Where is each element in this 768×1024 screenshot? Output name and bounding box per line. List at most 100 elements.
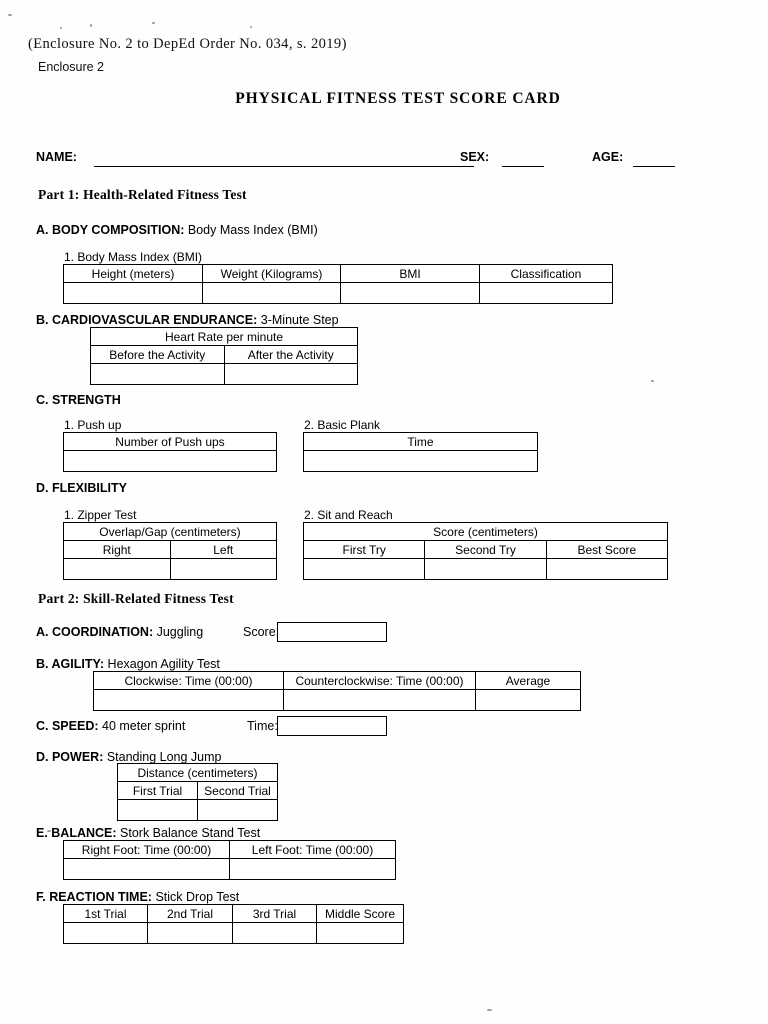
sex-input[interactable]: [502, 166, 544, 167]
table-row: [63, 282, 613, 304]
table-row-header: Clockwise: Time (00:00) Counterclockwise…: [93, 671, 581, 690]
scan-speck: [90, 24, 92, 27]
column-header: Left Foot: Time (00:00): [229, 840, 396, 859]
scan-speck: [47, 830, 51, 832]
input-cell[interactable]: [147, 922, 233, 944]
subheading-zipper-test: 1. Zipper Test: [64, 508, 137, 522]
table-row: [63, 450, 277, 472]
input-cell[interactable]: [229, 858, 396, 880]
age-label: AGE:: [592, 150, 624, 164]
section-label-rest: Stick Drop Test: [151, 890, 240, 904]
table-row-header: Right Foot: Time (00:00) Left Foot: Time…: [63, 840, 396, 859]
input-cell[interactable]: [202, 282, 341, 304]
column-header: 3rd Trial: [232, 904, 317, 923]
table-row-header: 1st Trial 2nd Trial 3rd Trial Middle Sco…: [63, 904, 404, 923]
table-row: [63, 858, 396, 880]
input-cell[interactable]: [169, 558, 277, 580]
input-cell[interactable]: [340, 282, 480, 304]
input-cell[interactable]: [545, 558, 669, 580]
section-label-rest: Standing Long Jump: [103, 750, 222, 764]
section-label-bold: A. BODY COMPOSITION:: [36, 223, 185, 237]
section-label-bold: A. COORDINATION:: [36, 625, 154, 639]
input-cell[interactable]: [117, 799, 198, 821]
input-cell[interactable]: [63, 450, 277, 472]
input-cell[interactable]: [93, 689, 284, 711]
input-cell[interactable]: [223, 363, 358, 385]
section-label-rest: 3-Minute Step: [257, 313, 339, 327]
input-cell[interactable]: [90, 363, 225, 385]
subheading-sit-and-reach: 2. Sit and Reach: [304, 508, 393, 522]
table-row-header: Before the Activity After the Activity: [90, 345, 358, 364]
scan-speck: [152, 22, 155, 24]
section-heading-power: D. POWER: Standing Long Jump: [36, 750, 222, 764]
scan-speck: [487, 1009, 492, 1011]
page-title: PHYSICAL FITNESS TEST SCORE CARD: [235, 90, 561, 107]
speed-time-input[interactable]: [277, 716, 387, 736]
span-header: Heart Rate per minute: [90, 327, 358, 346]
section-heading-cardiovascular: B. CARDIOVASCULAR ENDURANCE: 3-Minute St…: [36, 313, 339, 327]
table-sit-and-reach: Score (centimeters) First Try Second Try…: [302, 522, 669, 580]
column-header: Right Foot: Time (00:00): [63, 840, 230, 859]
span-header: Score (centimeters): [303, 522, 668, 541]
coordination-score-input[interactable]: [277, 622, 387, 642]
age-input[interactable]: [633, 166, 675, 167]
table-push-up: Number of Push ups: [63, 432, 277, 472]
section-label-bold: B. AGILITY:: [36, 657, 105, 671]
input-cell[interactable]: [283, 689, 476, 711]
column-header: Clockwise: Time (00:00): [93, 671, 284, 690]
section-heading-body-composition: A. BODY COMPOSITION: Body Mass Index (BM…: [36, 223, 318, 237]
input-cell[interactable]: [303, 450, 538, 472]
table-row: [90, 363, 358, 385]
scan-speck: [60, 27, 62, 29]
section-heading-coordination: A. COORDINATION: Juggling: [36, 625, 203, 639]
section-label-bold: C. STRENGTH: [36, 393, 121, 407]
name-label: NAME:: [36, 150, 77, 164]
column-header: Second Try: [424, 540, 547, 559]
input-cell[interactable]: [63, 558, 171, 580]
table-row-span-header: Distance (centimeters): [117, 763, 278, 782]
table-balance: Right Foot: Time (00:00) Left Foot: Time…: [63, 840, 396, 880]
table-row: [117, 799, 278, 821]
column-header: Weight (Kilograms): [202, 264, 341, 283]
section-label-rest: Hexagon Agility Test: [104, 657, 220, 671]
section-label-bold: D. FLEXIBILITY: [36, 481, 127, 495]
table-row: [63, 558, 277, 580]
input-cell[interactable]: [475, 689, 581, 711]
column-header: Classification: [479, 264, 613, 283]
table-bmi: Height (meters) Weight (Kilograms) BMI C…: [63, 264, 613, 304]
table-agility: Clockwise: Time (00:00) Counterclockwise…: [93, 671, 581, 711]
table-row-header: Time: [303, 432, 538, 451]
section-label-rest: Stork Balance Stand Test: [116, 826, 261, 840]
input-cell[interactable]: [63, 282, 203, 304]
subheading-basic-plank: 2. Basic Plank: [304, 418, 381, 432]
table-zipper-test: Overlap/Gap (centimeters) Right Left: [63, 522, 277, 580]
section-label-rest: Juggling: [153, 625, 204, 639]
input-cell[interactable]: [316, 922, 404, 944]
input-cell[interactable]: [302, 558, 426, 580]
column-header: Height (meters): [63, 264, 203, 283]
input-cell[interactable]: [479, 282, 613, 304]
subheading-push-up: 1. Push up: [64, 418, 122, 432]
column-header: After the Activity: [223, 345, 358, 364]
column-header: Before the Activity: [90, 345, 225, 364]
section-label-bold: D. POWER:: [36, 750, 104, 764]
table-row-span-header: Heart Rate per minute: [90, 327, 358, 346]
section-label-bold: F. REACTION TIME:: [36, 890, 152, 904]
input-cell[interactable]: [63, 858, 230, 880]
table-row: [63, 922, 404, 944]
column-header: First Try: [302, 540, 426, 559]
input-cell[interactable]: [197, 799, 278, 821]
section-label-bold: E. BALANCE:: [36, 826, 117, 840]
table-row-header: Height (meters) Weight (Kilograms) BMI C…: [63, 264, 613, 283]
column-header: Left: [169, 540, 277, 559]
input-cell[interactable]: [424, 558, 547, 580]
input-cell[interactable]: [63, 922, 148, 944]
name-input[interactable]: [94, 166, 474, 167]
column-header: Right: [63, 540, 171, 559]
column-header: Average: [475, 671, 581, 690]
scan-speck: [651, 380, 654, 382]
input-cell[interactable]: [232, 922, 317, 944]
column-header: 2nd Trial: [147, 904, 233, 923]
column-header: Best Score: [545, 540, 669, 559]
